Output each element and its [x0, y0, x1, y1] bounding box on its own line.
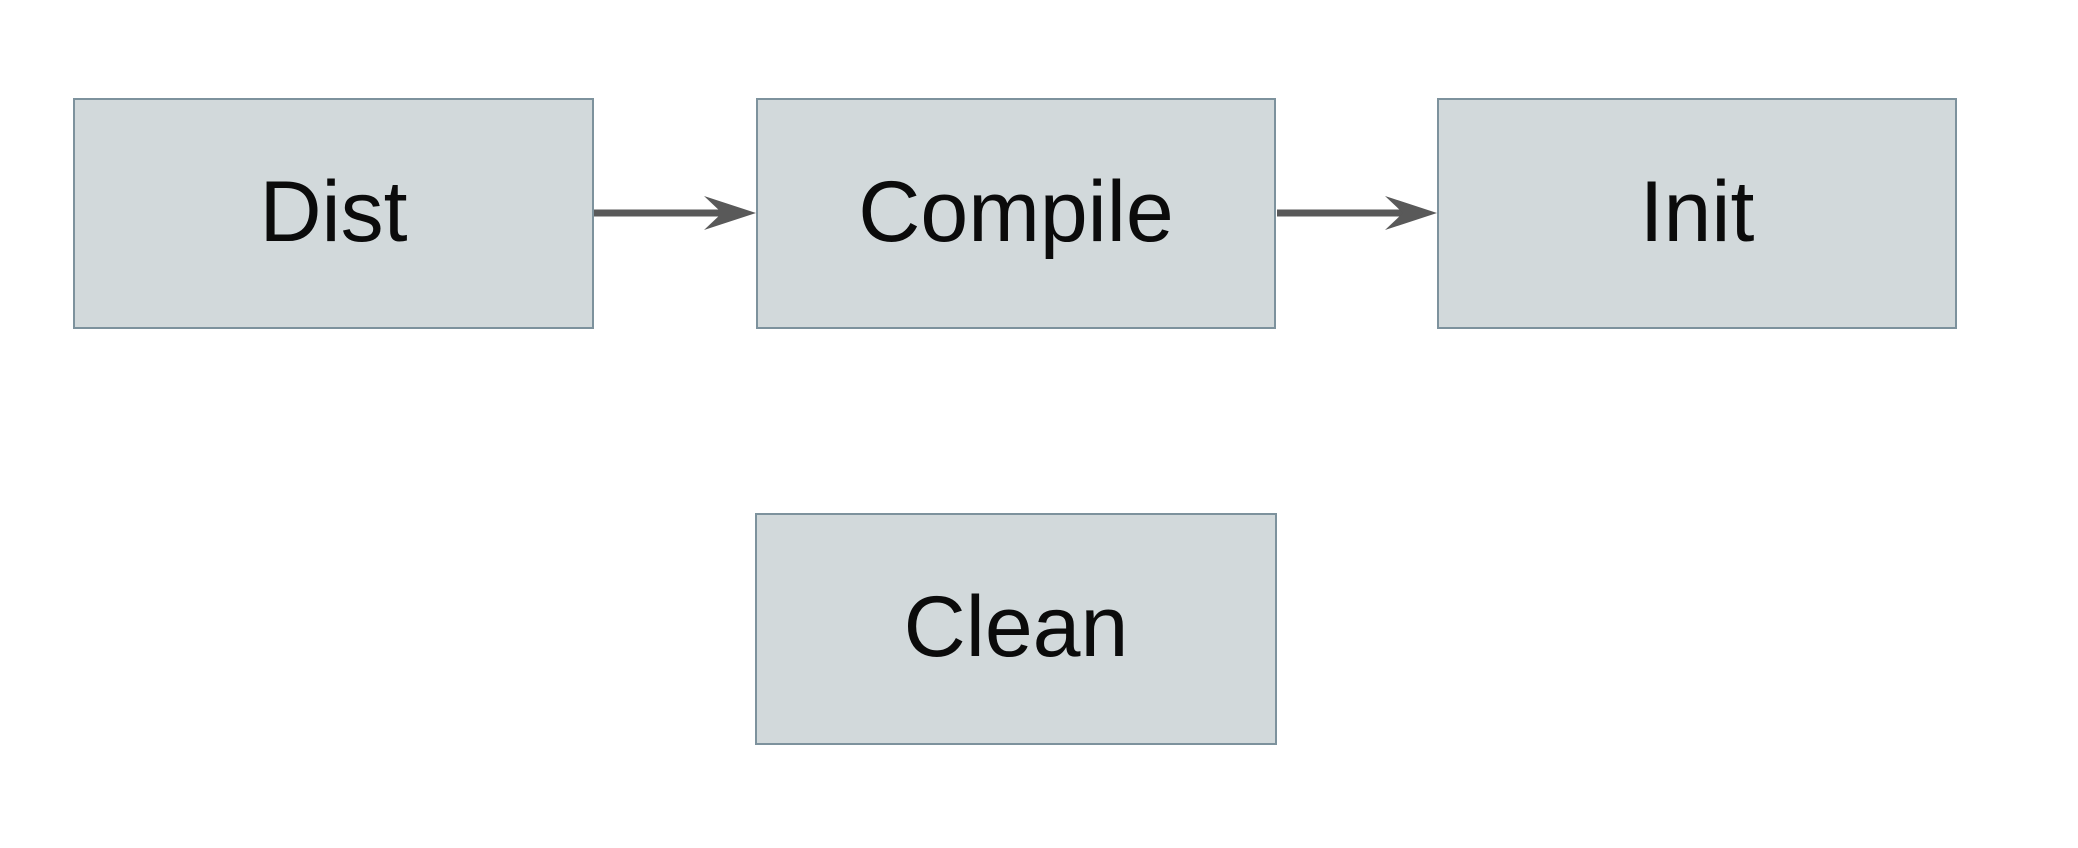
node-dist-label: Dist: [259, 163, 408, 260]
node-clean-label: Clean: [903, 579, 1129, 675]
arrowhead-icon: [1385, 196, 1437, 230]
arrow-dist-to-compile: [594, 196, 756, 230]
node-compile[interactable]: Compile: [756, 98, 1276, 329]
node-clean[interactable]: Clean: [755, 513, 1277, 745]
node-init[interactable]: Init: [1437, 98, 1957, 329]
arrow-compile-to-init: [1277, 196, 1437, 230]
arrowhead-icon: [704, 196, 756, 230]
node-dist[interactable]: Dist: [73, 98, 594, 329]
node-init-label: Init: [1639, 163, 1755, 260]
node-compile-label: Compile: [858, 163, 1174, 260]
